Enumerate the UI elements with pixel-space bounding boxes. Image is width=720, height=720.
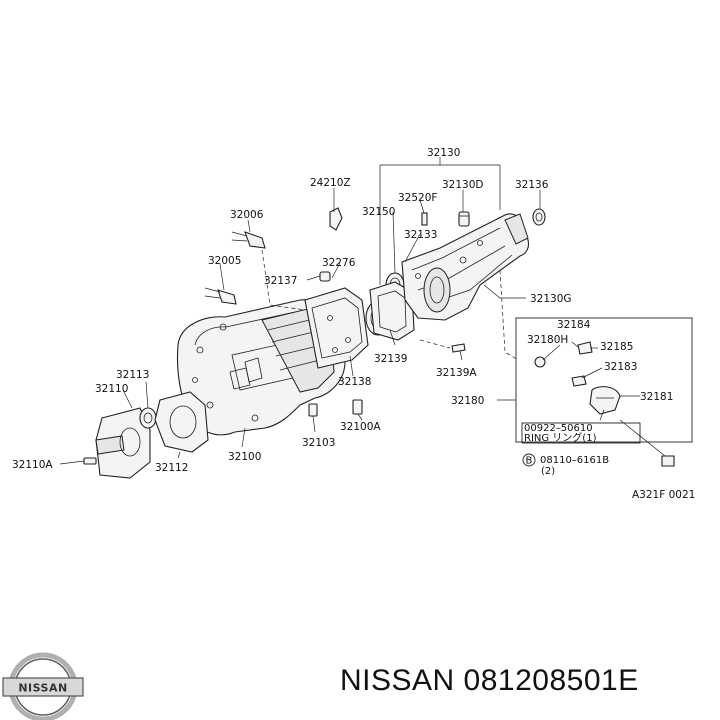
label-32137: 32137 <box>264 275 297 287</box>
oil-seal-32136 <box>532 208 546 226</box>
label-32276: 32276 <box>322 257 356 269</box>
brand-name: NISSAN <box>340 664 455 697</box>
label-32130G: 32130G <box>530 293 572 305</box>
seal-32113 <box>139 407 157 429</box>
label-32100A: 32100A <box>340 421 381 433</box>
separator <box>455 664 464 697</box>
label-32110A: 32110A <box>12 459 53 471</box>
label-ring: RING リング(1) <box>524 431 597 444</box>
bolt-32139A <box>451 343 466 353</box>
label-32130D: 32130D <box>442 179 484 191</box>
speedo-pinion-group <box>534 341 675 467</box>
part-number: 081208501E <box>463 664 639 697</box>
label-32103: 32103 <box>302 437 335 449</box>
bolt-32103 <box>308 403 318 417</box>
pin-32520F <box>421 212 428 226</box>
label-32185: 32185 <box>600 341 633 353</box>
label-32520F: 32520F <box>398 192 437 204</box>
label-32181: 32181 <box>640 391 673 403</box>
label-32150: 32150 <box>362 206 395 218</box>
label-32113: 32113 <box>116 369 149 381</box>
label-32110: 32110 <box>95 383 128 395</box>
label-32180H: 32180H <box>527 334 568 346</box>
label-32133: 32133 <box>404 229 437 241</box>
label-32112: 32112 <box>155 462 188 474</box>
gasket-32139 <box>369 281 415 341</box>
part-labels: 32130 24210Z 32130D 32136 32520F 32006 3… <box>12 147 695 501</box>
label-32005: 32005 <box>208 255 241 267</box>
bolt-32110A <box>83 457 97 465</box>
label-00922-50610: 00922–50610 <box>524 423 593 434</box>
label-32006: 32006 <box>230 209 264 221</box>
leader-lines <box>59 157 666 465</box>
bolt-marker: B <box>526 456 533 467</box>
adapter-plate-32138 <box>304 287 369 369</box>
bracket-24210Z <box>329 207 343 231</box>
label-32180: 32180 <box>451 395 484 407</box>
speedo-group-box <box>515 317 693 443</box>
figure-code: A321F 0021 <box>632 489 695 501</box>
front-cover-32110 <box>95 407 151 479</box>
switch-32005 <box>204 287 237 305</box>
label-32130: 32130 <box>427 147 460 159</box>
switch-32006 <box>231 231 266 249</box>
label-32184: 32184 <box>557 319 591 331</box>
bolt-callout: B 08110–6161B (2) <box>522 453 609 477</box>
logo-text: NISSAN <box>18 682 67 695</box>
label-32183: 32183 <box>604 361 637 373</box>
label-32138: 32138 <box>338 376 371 388</box>
brand-part-number: NISSAN 081208501E <box>340 664 639 698</box>
plug-32137 <box>319 271 331 282</box>
label-32139A: 32139A <box>436 367 477 379</box>
ring-callout-box <box>521 422 641 444</box>
nissan-logo: NISSAN <box>2 652 84 720</box>
label-24210Z: 24210Z <box>310 177 351 189</box>
bolt-32100A <box>352 399 363 415</box>
gasket-32112 <box>154 391 209 453</box>
label-08110-6161B: 08110–6161B <box>540 455 609 466</box>
label-32136: 32136 <box>515 179 549 191</box>
rear-extension-32130 <box>401 213 530 321</box>
label-bolt-qty: (2) <box>541 466 555 477</box>
label-32139: 32139 <box>374 353 407 365</box>
label-32100: 32100 <box>228 451 261 463</box>
plug-32130D <box>458 211 470 227</box>
